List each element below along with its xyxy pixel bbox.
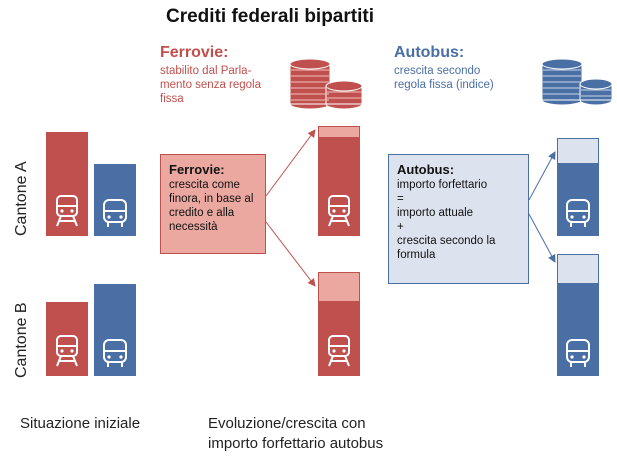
rail-box-title: Ferrovie: bbox=[169, 162, 225, 177]
rail-header-title: Ferrovie: bbox=[160, 44, 229, 61]
rail-box-line: necessità bbox=[169, 221, 218, 233]
canton-a-bus-growth bbox=[557, 138, 599, 164]
page-title: Crediti federali bipartiti bbox=[166, 6, 374, 27]
rail-header: Ferrovie: stabilito dal Parla- mento sen… bbox=[160, 44, 280, 106]
train-icon bbox=[328, 335, 350, 367]
bus-header-line: crescita secondo bbox=[394, 65, 481, 77]
evolution-label-line: Evoluzione/crescita con bbox=[208, 415, 366, 432]
canton-b-bus-growth bbox=[557, 254, 599, 284]
train-icon bbox=[56, 335, 78, 367]
bus-icon bbox=[566, 199, 590, 227]
canton-b-bus-evolved-bar bbox=[557, 284, 599, 376]
rail-box-line: crescita come bbox=[169, 179, 240, 191]
bus-box: Autobus: importo forfettario = importo a… bbox=[388, 154, 529, 284]
canton-a-bus-evolved-bar bbox=[557, 164, 599, 236]
initial-situation-label: Situazione iniziale bbox=[20, 415, 141, 432]
bus-arrow-b bbox=[528, 213, 556, 263]
bus-header-line: regola fissa (indice) bbox=[394, 79, 494, 91]
canton-b-rail-growth bbox=[318, 272, 360, 302]
rail-arrow-b bbox=[265, 221, 316, 287]
canton-a-rail-growth bbox=[318, 126, 360, 138]
bus-box-line: + bbox=[397, 221, 404, 233]
canton-b-rail-evolved-bar bbox=[318, 302, 360, 376]
bus-box-title: Autobus: bbox=[397, 162, 455, 177]
rail-header-line: stabilito dal Parla- bbox=[160, 65, 252, 77]
bus-header-title: Autobus: bbox=[394, 44, 465, 61]
bus-icon bbox=[566, 339, 590, 367]
coin-stack-icon bbox=[541, 58, 613, 106]
canton-b-bus-bar bbox=[94, 284, 136, 376]
bus-box-line: = bbox=[397, 193, 404, 205]
evolution-label-line: importo forfettario autobus bbox=[208, 435, 384, 452]
bus-box-line: importo forfettario bbox=[397, 179, 488, 191]
bus-box-line: crescita secondo la bbox=[397, 235, 496, 247]
bus-box-line: importo attuale bbox=[397, 207, 474, 219]
bus-icon bbox=[103, 339, 127, 367]
rail-arrow-a bbox=[265, 129, 316, 197]
bus-arrow-a bbox=[528, 151, 556, 201]
train-icon bbox=[328, 195, 350, 227]
rail-box-line: credito e alla bbox=[169, 207, 235, 219]
evolution-label: Evoluzione/crescita con importo forfetta… bbox=[208, 414, 383, 454]
rail-header-line: mento senza regola bbox=[160, 79, 262, 91]
canton-a-rail-bar bbox=[46, 132, 88, 236]
train-icon bbox=[56, 195, 78, 227]
rail-header-line: fissa bbox=[160, 93, 184, 105]
canton-b-rail-bar bbox=[46, 302, 88, 376]
canton-a-bus-bar bbox=[94, 164, 136, 236]
bus-header: Autobus: crescita secondo regola fissa (… bbox=[394, 44, 524, 92]
rail-box-line: finora, in base al bbox=[169, 193, 254, 205]
coin-stack-icon bbox=[289, 58, 363, 110]
bus-box-line: formula bbox=[397, 249, 436, 261]
bus-icon bbox=[103, 199, 127, 227]
canton-a-rail-evolved-bar bbox=[318, 138, 360, 236]
rail-box: Ferrovie: crescita come finora, in base … bbox=[160, 154, 266, 254]
